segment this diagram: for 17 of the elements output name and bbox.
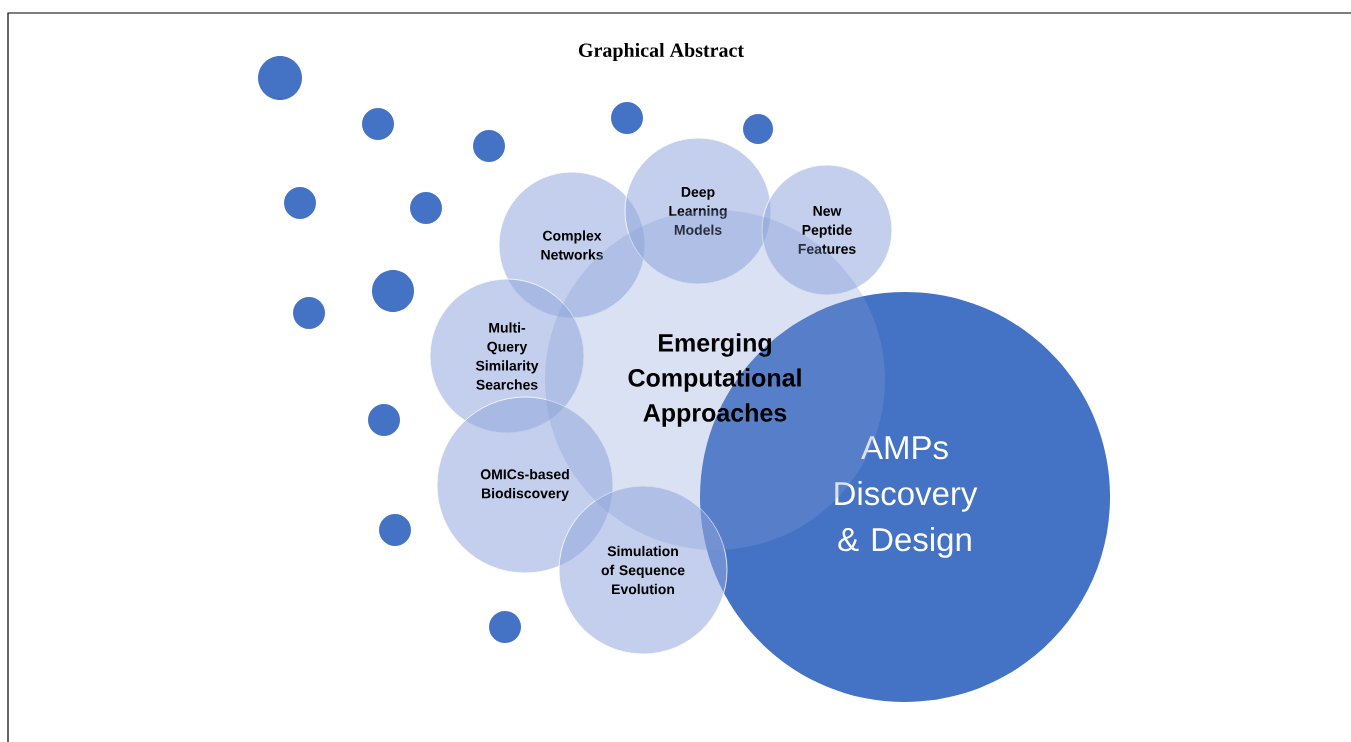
dot bbox=[293, 297, 325, 329]
dot bbox=[368, 404, 400, 436]
dot bbox=[379, 514, 411, 546]
dot bbox=[284, 187, 316, 219]
topic-bubble: New Peptide Features bbox=[761, 164, 893, 296]
dot bbox=[473, 130, 505, 162]
dot bbox=[611, 102, 643, 134]
topic-bubble: Deep Learning Models bbox=[624, 137, 772, 285]
dot bbox=[362, 108, 394, 140]
title: Graphical Abstract bbox=[578, 42, 744, 62]
dot bbox=[410, 192, 442, 224]
topic-bubble: Complex Networks bbox=[498, 171, 646, 319]
dot bbox=[489, 611, 521, 643]
dot bbox=[743, 114, 773, 144]
dot bbox=[372, 270, 414, 312]
topic-bubble: Multi-Query Similarity Searches bbox=[429, 278, 585, 434]
dot bbox=[258, 56, 302, 100]
